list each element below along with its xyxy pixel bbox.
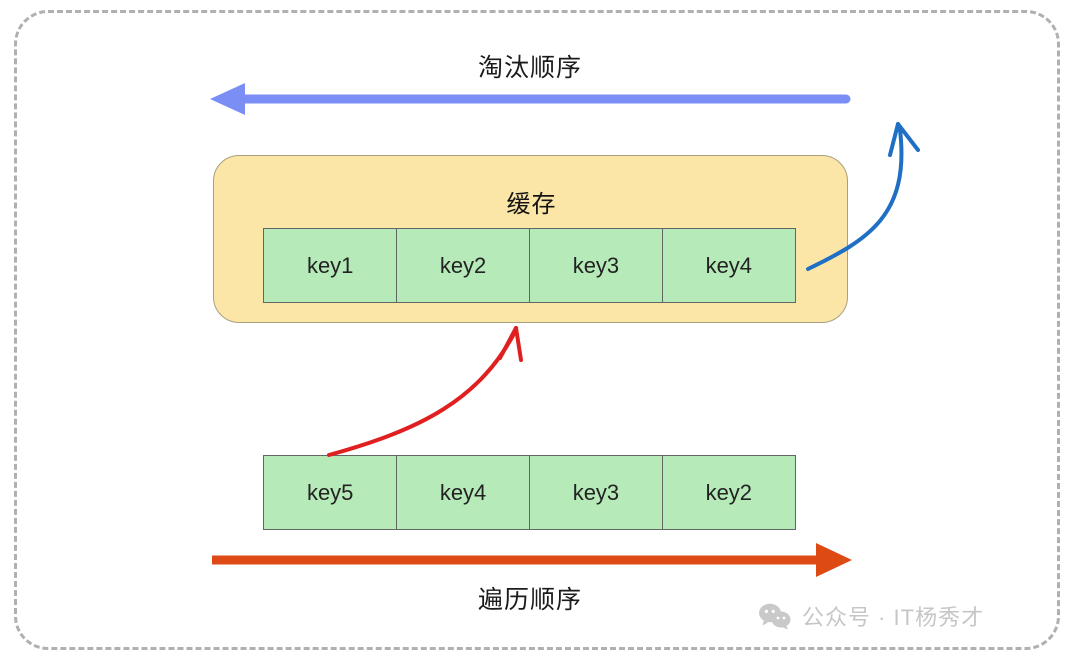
access-list-key-row: key5 key4 key3 key2 [263, 455, 796, 530]
access-key-cell: key4 [395, 455, 531, 530]
watermark: 公众号 · IT杨秀才 [758, 600, 984, 632]
traversal-order-label: 遍历顺序 [477, 586, 582, 614]
access-key-cell: key2 [661, 455, 796, 530]
cache-key-cell: key3 [528, 228, 664, 303]
outer-dashed-frame [14, 10, 1060, 650]
cache-key-row: key1 key2 key3 key4 [263, 228, 796, 303]
cache-key-cell: key4 [661, 228, 796, 303]
eviction-order-label: 淘汰顺序 [477, 54, 582, 82]
wechat-icon [759, 603, 791, 630]
access-key-cell: key5 [263, 455, 398, 530]
cache-key-cell: key1 [263, 228, 398, 303]
cache-title: 缓存 [506, 191, 557, 218]
access-key-cell: key3 [528, 455, 664, 530]
cache-key-cell: key2 [395, 228, 531, 303]
watermark-text: 公众号 · IT杨秀才 [802, 605, 985, 630]
